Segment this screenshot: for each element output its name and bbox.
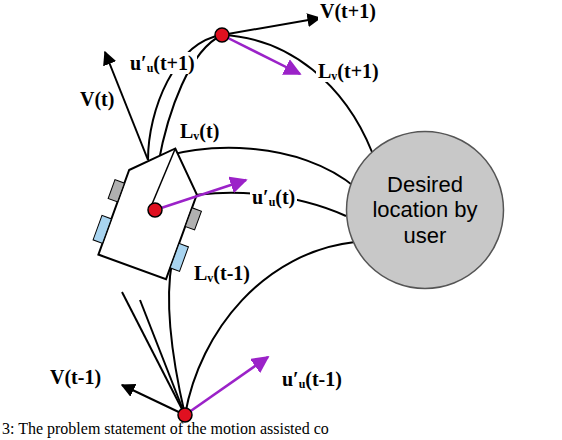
velocity-vectors xyxy=(105,18,320,415)
vector-label: u′ᵤ(t+1) xyxy=(128,52,197,74)
velocity-arrow xyxy=(222,18,320,35)
vector-label: V(t) xyxy=(78,88,116,110)
vector-label: Lᵥ(t+1) xyxy=(316,60,381,82)
input-arrow xyxy=(185,357,268,415)
vector-label: V(t+1) xyxy=(318,0,378,22)
input-arrow xyxy=(222,35,300,74)
velocity-arrow xyxy=(122,385,185,415)
vector-label: Lᵥ(t-1) xyxy=(192,262,252,284)
vector-label: u′ᵤ(t-1) xyxy=(280,368,344,390)
figure-caption: 3: The problem statement of the motion a… xyxy=(2,420,329,438)
trajectory-curve xyxy=(185,242,355,415)
position-dots xyxy=(148,28,229,422)
position-dot xyxy=(215,28,229,42)
node-text: Desired location by user xyxy=(366,172,484,248)
robot-body xyxy=(89,133,219,283)
vector-label: V(t-1) xyxy=(48,366,103,388)
trajectory-curve xyxy=(122,292,185,415)
trajectory-curve xyxy=(169,262,185,415)
vector-label: u′ᵤ(t) xyxy=(250,186,297,208)
position-dot xyxy=(148,203,162,217)
vector-label: Lᵥ(t) xyxy=(178,120,221,142)
goal-circle: Desired location by user xyxy=(345,130,505,290)
trajectory-curve xyxy=(222,35,372,152)
position-dot xyxy=(178,408,192,422)
user-input-vectors xyxy=(155,35,300,415)
input-arrow xyxy=(155,180,246,210)
